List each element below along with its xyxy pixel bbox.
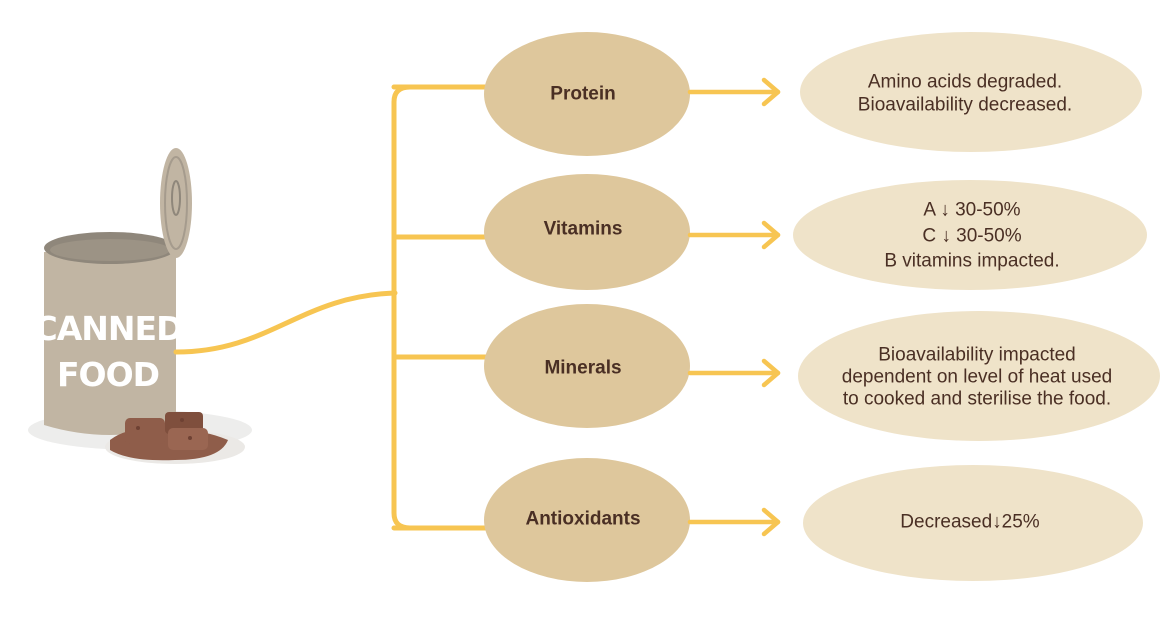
can-label-line1: CANNED	[34, 309, 183, 348]
can-body	[44, 252, 176, 435]
can-label-line2: FOOD	[57, 355, 159, 394]
nutrient-node-vitamins: Vitamins	[484, 174, 690, 290]
arrow-minerals-icon	[687, 358, 781, 388]
arrow-vitamins-icon	[687, 220, 781, 250]
nutrient-label-antioxidants: Antioxidants	[525, 509, 640, 530]
result-protein-line1: Amino acids degraded.	[868, 72, 1062, 93]
arrow-antioxidants-icon	[687, 507, 781, 537]
result-vitamins: A ↓ 30-50% C ↓ 30-50% B vitamins impacte…	[793, 180, 1147, 290]
arrow-protein-icon	[687, 77, 781, 107]
result-minerals: Bioavailability impacted dependent on le…	[798, 311, 1160, 441]
result-vitamins-line3: B vitamins impacted.	[884, 251, 1059, 272]
arrows	[687, 77, 781, 537]
connectors	[173, 84, 489, 531]
connector-can-to-trunk	[173, 290, 398, 355]
result-minerals-line3: to cooked and sterilise the food.	[843, 389, 1111, 410]
canned-food-illustration: CANNED FOOD	[28, 148, 252, 464]
result-antioxidants: Decreased↓25%	[803, 465, 1143, 581]
nutrient-node-minerals: Minerals	[484, 304, 690, 428]
result-minerals-line1: Bioavailability impacted	[878, 345, 1076, 366]
result-minerals-line2: dependent on level of heat used	[842, 367, 1112, 388]
nutrient-label-minerals: Minerals	[544, 358, 621, 379]
nutrient-node-protein: Protein	[484, 32, 690, 156]
connector-trunk	[391, 84, 413, 531]
nutrient-label-protein: Protein	[550, 84, 615, 105]
result-protein-line2: Bioavailability decreased.	[858, 95, 1072, 116]
nutrient-node-antioxidants: Antioxidants	[484, 458, 690, 582]
can-lid-icon	[160, 148, 192, 258]
result-antioxidants-line1: Decreased↓25%	[900, 512, 1040, 533]
food-chunks-icon	[105, 412, 245, 464]
can-inner	[50, 239, 170, 261]
result-vitamins-line2: C ↓ 30-50%	[922, 226, 1021, 247]
result-vitamins-line1: A ↓ 30-50%	[923, 200, 1020, 221]
result-protein: Amino acids degraded. Bioavailability de…	[800, 32, 1142, 152]
nutrient-label-vitamins: Vitamins	[544, 219, 623, 240]
